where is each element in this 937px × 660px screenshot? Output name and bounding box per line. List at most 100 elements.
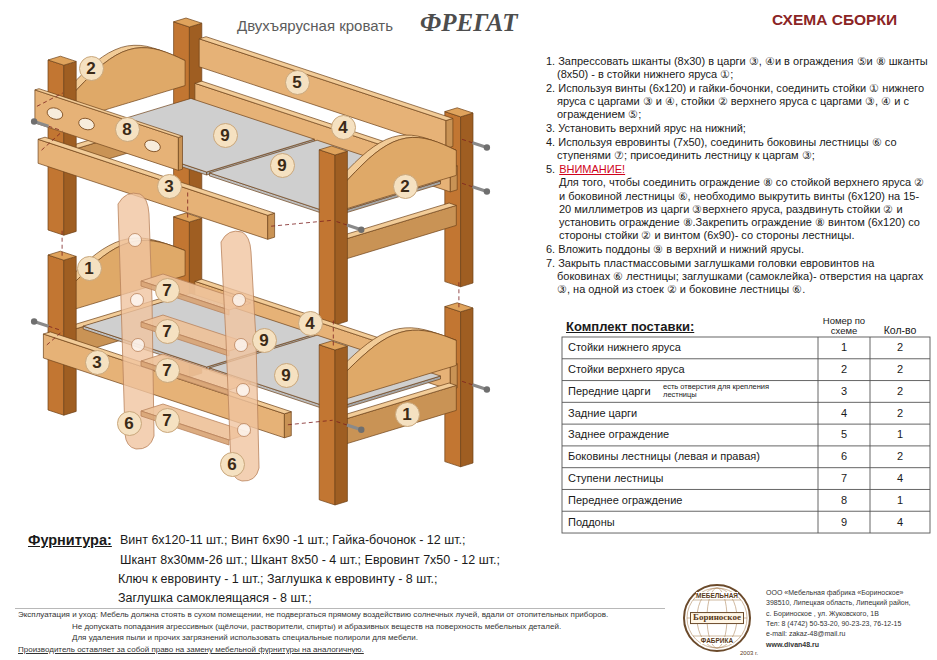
callout-text: 8 [122,121,131,138]
part-quantity: 2 [870,446,930,468]
step-number: 5. [546,163,555,176]
table-rule [562,380,930,381]
part-number: 6 [818,446,870,468]
company-info: 398510, Липецкая область, Липецкий район… [766,599,911,607]
part-name: Заднее ограждение [568,424,669,446]
assembly-guide [42,131,63,150]
callout-text: 3 [164,178,173,195]
part-quantity: 4 [870,468,930,490]
callout-text: 9 [281,367,290,384]
back-fence [199,37,453,121]
instruction-step: 7. Закрыть пластмассовыми заглушками гол… [546,257,930,297]
callout-number: 5 [285,70,310,95]
callout-number: 6 [220,452,245,477]
headboard-panel [343,330,456,400]
callout-text: 1 [402,406,411,423]
ladder-hole [132,339,145,352]
fence-hole [77,116,96,131]
part-number: 8 [818,489,870,511]
callout-number: 9 [274,363,299,388]
callout-text: 4 [305,315,314,332]
callout-text: 2 [400,178,409,195]
callout-number: 2 [79,56,104,81]
part-name: Стойки верхнего яруса [568,359,685,381]
bed-post [319,146,347,155]
column-heading: Кол-во [870,324,930,337]
screw-head [358,427,364,433]
hardware-list: Ключ к евровинту - 1 шт.; Заглушка к евр… [118,572,438,587]
part-quantity: 2 [870,402,930,424]
callout-number: 9 [213,123,238,148]
ladder-hole [235,339,248,352]
callout-number: 4 [331,115,356,140]
screw-head [484,188,490,194]
bed-post [445,108,473,117]
assembly-guide [461,381,472,385]
part-number: 5 [818,424,870,446]
care-note: Для удаления пыли и прочих загрязнений и… [72,633,418,643]
assembly-guide [37,93,63,106]
headboard-panel [343,137,456,209]
ladder-hole [233,294,246,307]
callout-text: 2 [86,60,95,77]
ladder-step [141,411,229,445]
callout-text: 9 [220,127,229,144]
company-info: ООО «Мебельная фабрика «Бориноское» [766,589,904,597]
assembly-guide [461,139,472,143]
front-fence [178,136,182,170]
callout-text: 7 [162,412,171,429]
ladder-step [141,322,229,356]
logo-brand: Бориноское [690,612,744,624]
callout-text: 3 [92,354,101,371]
table-border [562,337,930,533]
bed-post [335,151,347,325]
hardware-list: Шкант 8х30мм-26 шт.; Шкант 8х50 - 4 шт.;… [120,553,500,568]
logo-arc-text: МЕБЕЛЬНАЯ [696,592,738,599]
bed-post [64,256,76,415]
instruction-step: 1. Запрессовать шканты (8х30) в царги ③,… [546,55,930,81]
front-rail [38,137,275,215]
part-quantity: 2 [870,359,930,381]
assembly-guide [461,183,472,187]
instruction-step: 4. Используя евровинты (7х50), соединить… [546,136,930,162]
callout-text: 4 [338,119,347,136]
assembly-guide [288,420,333,424]
instruction-step: 3. Установить верхний ярус на нижний; [546,122,930,135]
callout-number: 9 [270,153,295,178]
globe-line [687,588,747,648]
bed-post [48,56,76,65]
part-name: Задние царги [568,402,637,424]
callout-text: 5 [292,74,301,91]
care-note: Эксплуатация и уход: Мебель должна стоят… [18,610,608,620]
screw-head [484,386,490,392]
part-quantity: 2 [870,381,930,403]
callout-number: 7 [155,319,180,344]
callout-number: 7 [155,358,180,383]
part-quantity: 4 [870,511,930,533]
table-rule [562,467,930,468]
ladder-step [141,361,229,395]
ladder-step [141,281,229,315]
part-number: 3 [818,381,870,403]
screw-head [358,227,364,233]
screw-head [31,118,37,124]
callout-number: 3 [157,174,182,199]
part-number: 9 [818,511,870,533]
care-note: Не допускать попадания агрессивных (щёло… [72,622,561,632]
callout-text: 9 [277,157,286,174]
bed-name: Двухъярусная кровать [237,17,393,35]
callout-number: 1 [77,256,102,281]
bed-post [174,18,202,27]
callout-text: 6 [227,456,236,473]
model-name: ФРЕГАТ [420,8,517,38]
part-number: 1 [818,337,870,359]
callout-number: 7 [155,408,180,433]
table-rule [562,511,930,512]
bed-post [461,113,473,287]
table-rule [562,489,930,490]
callout-number: 4 [298,311,323,336]
front-fence [35,89,183,138]
part-number: 4 [818,402,870,424]
assembly-guide [48,126,59,130]
